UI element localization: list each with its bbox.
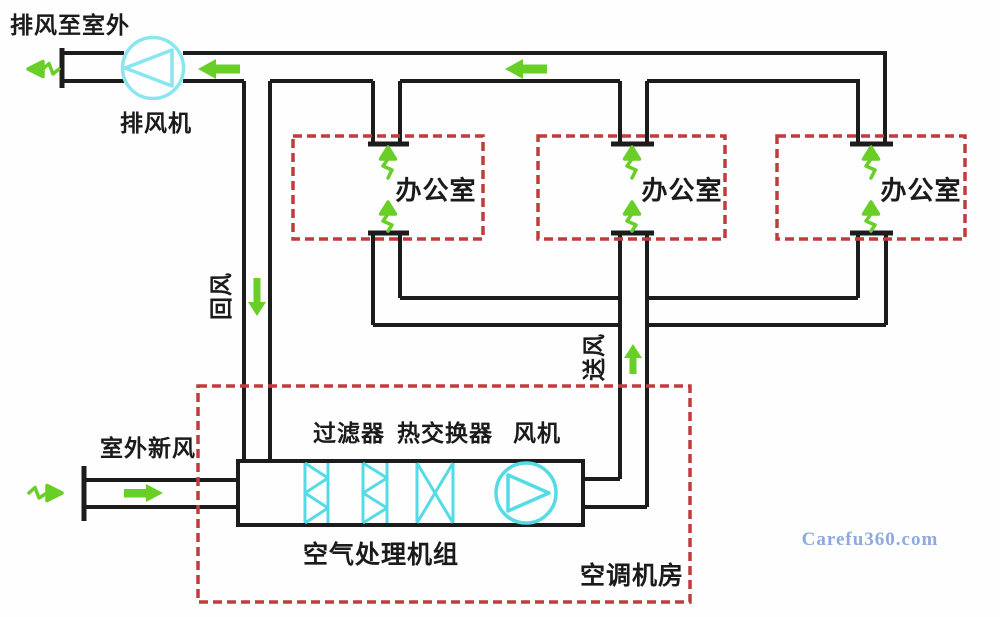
office-2-boundary xyxy=(536,134,727,241)
air-handling-unit-label: 空气处理机组 xyxy=(302,541,460,569)
office-3-supply-vent-arrow-icon xyxy=(861,200,881,233)
supply-air-label: 送风 xyxy=(581,333,607,381)
exhaust-to-outdoor-label: 排风至室外 xyxy=(10,12,130,38)
exhaust-duct xyxy=(59,48,887,142)
office-2-exhaust-vent-arrow-icon xyxy=(622,145,642,180)
fresh-air-duct xyxy=(81,466,238,521)
ahu-casing xyxy=(236,459,585,527)
fresh-air-flow-arrow-icon xyxy=(124,484,163,502)
return-air-label: 回风 xyxy=(208,272,234,320)
office-1-exhaust-vent-arrow-icon xyxy=(378,145,398,180)
exhaust-flow-arrow-2-icon xyxy=(505,59,547,79)
ac-machine-room-label: 空调机房 xyxy=(579,562,685,590)
office-3-label: 办公室 xyxy=(880,175,962,206)
heat-exchanger-icon xyxy=(415,462,455,524)
supply-flow-arrow-icon xyxy=(624,344,642,374)
supply-riser xyxy=(583,233,649,509)
airflow-arrows xyxy=(124,59,642,502)
room-boundaries xyxy=(196,134,967,604)
office-supply-branches xyxy=(371,233,888,325)
filter-label: 过滤器 xyxy=(313,420,385,446)
office-3-exhaust-vent-arrow-icon xyxy=(861,145,881,180)
office-2-label: 办公室 xyxy=(641,175,723,206)
office-exhaust-branches xyxy=(371,81,649,142)
machine-room-boundary xyxy=(196,384,692,604)
exhaust-flow-arrow-1-icon xyxy=(198,59,240,79)
office-1-label: 办公室 xyxy=(395,175,477,206)
fresh-air-outdoor-arrow-icon xyxy=(27,483,64,503)
supply-manifold xyxy=(373,296,886,327)
office-1-supply-vent-arrow-icon xyxy=(378,200,398,233)
exhaust-fan-label: 排风机 xyxy=(120,110,192,136)
heat-exchanger-label: 热交换器 xyxy=(397,420,493,446)
office-1-boundary xyxy=(291,134,485,241)
exhaust-fan-icon xyxy=(120,35,186,101)
return-flow-arrow-icon xyxy=(248,278,266,316)
supply-fan-icon xyxy=(494,461,558,525)
return-duct xyxy=(242,81,272,461)
filter-icon xyxy=(303,461,389,525)
diffuser-bars xyxy=(368,141,893,236)
spark-arrows xyxy=(26,59,881,503)
office-2-supply-vent-arrow-icon xyxy=(622,200,642,233)
fan-label: 风机 xyxy=(513,420,561,446)
watermark: Carefu360.com xyxy=(801,529,939,550)
outdoor-fresh-air-label: 室外新风 xyxy=(100,435,196,461)
office-3-boundary xyxy=(775,134,967,241)
exhaust-outdoor-arrow-icon xyxy=(26,59,61,79)
